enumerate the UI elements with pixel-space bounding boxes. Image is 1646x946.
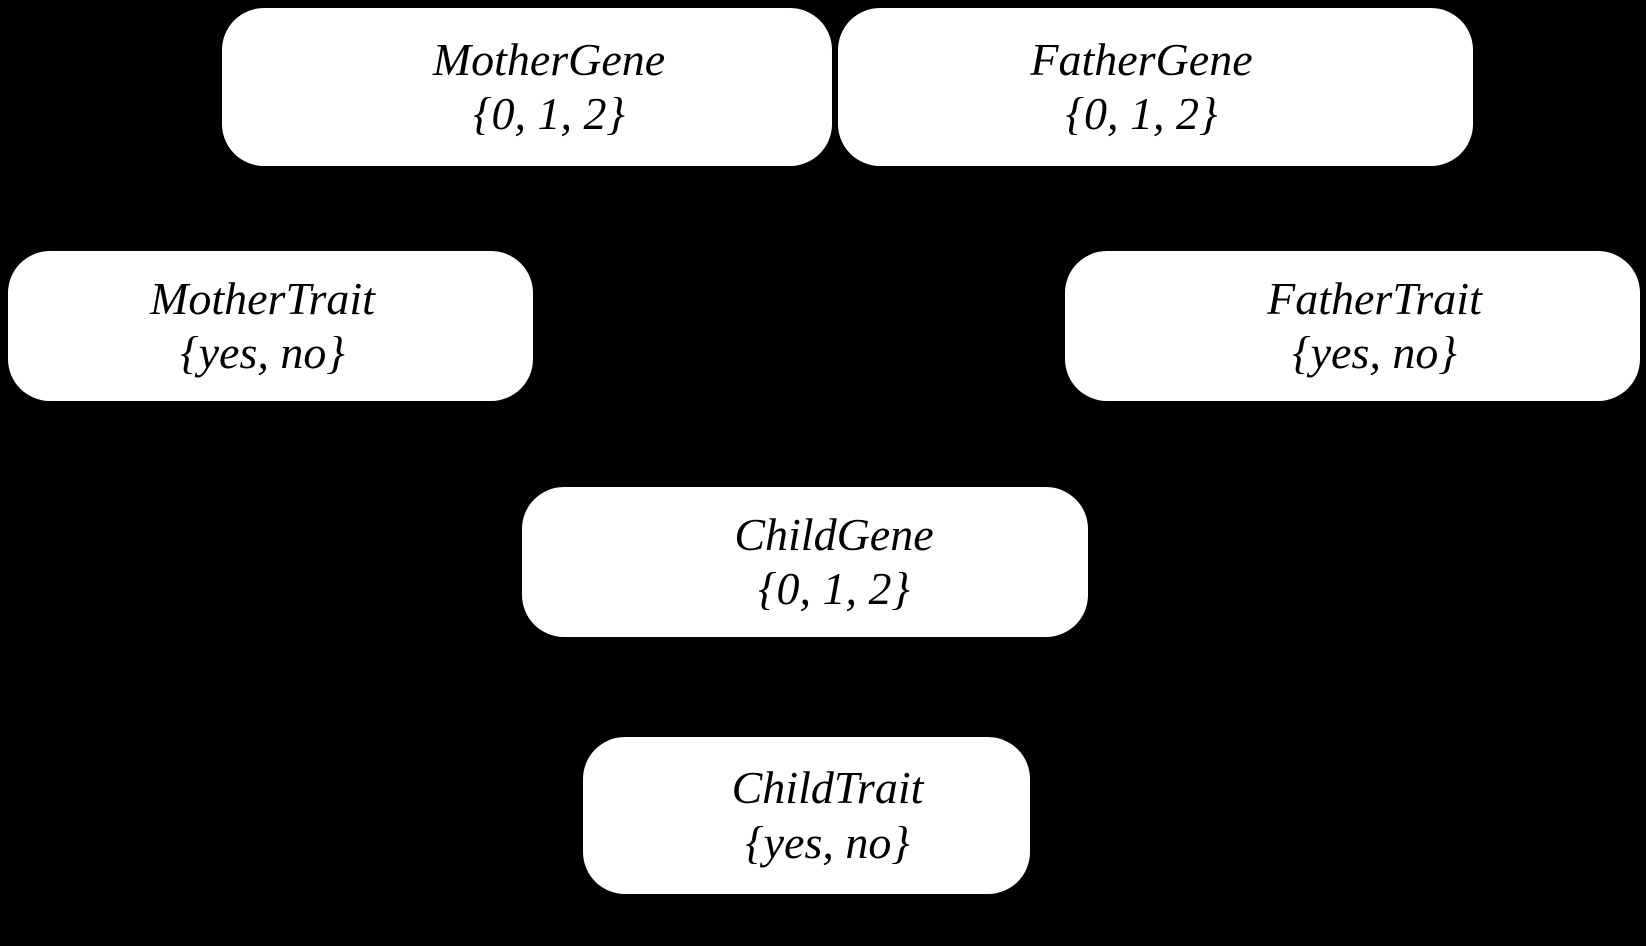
node-father-trait-label: FatherTrait [1267,272,1482,324]
node-mother-trait-label: MotherTrait [150,272,375,324]
node-child-trait-domain: {yes, no} [745,816,910,868]
node-father-gene-text: FatherGene {0, 1, 2} [1030,33,1252,142]
edge-fathergene-to-fathertrait [1249,164,1351,253]
node-father-gene-label: FatherGene [1030,33,1253,85]
node-father-trait[interactable]: FatherTrait {yes, no} [1065,251,1640,401]
node-child-gene-label: ChildGene [734,508,934,560]
node-father-gene[interactable]: FatherGene {0, 1, 2} [838,8,1473,166]
node-father-gene-domain: {0, 1, 2} [1065,88,1218,139]
node-child-gene-domain: {0, 1, 2} [758,563,910,614]
node-mother-gene-label: MotherGene [432,33,666,85]
node-child-gene[interactable]: ChildGene {0, 1, 2} [522,487,1088,637]
node-child-trait[interactable]: ChildTrait {yes, no} [583,737,1030,894]
node-mother-gene[interactable]: MotherGene {0, 1, 2} [222,8,832,166]
node-mother-trait[interactable]: MotherTrait {yes, no} [8,251,533,401]
node-mother-gene-domain: {0, 1, 2} [473,88,625,139]
node-mother-trait-domain: {yes, no} [180,327,345,378]
node-child-gene-text: ChildGene {0, 1, 2} [734,508,933,617]
node-mother-gene-text: MotherGene {0, 1, 2} [433,33,665,142]
edge-mothergene-to-mothertrait [279,164,421,253]
node-father-trait-domain: {yes, no} [1292,327,1457,378]
edge-fathergene-to-childgene [898,165,1062,488]
node-child-trait-text: ChildTrait {yes, no} [732,761,924,870]
node-father-trait-text: FatherTrait {yes, no} [1267,272,1482,381]
edge-mothergene-to-childgene [638,165,722,488]
node-mother-trait-text: MotherTrait {yes, no} [150,272,375,381]
node-child-trait-label: ChildTrait [731,762,924,814]
